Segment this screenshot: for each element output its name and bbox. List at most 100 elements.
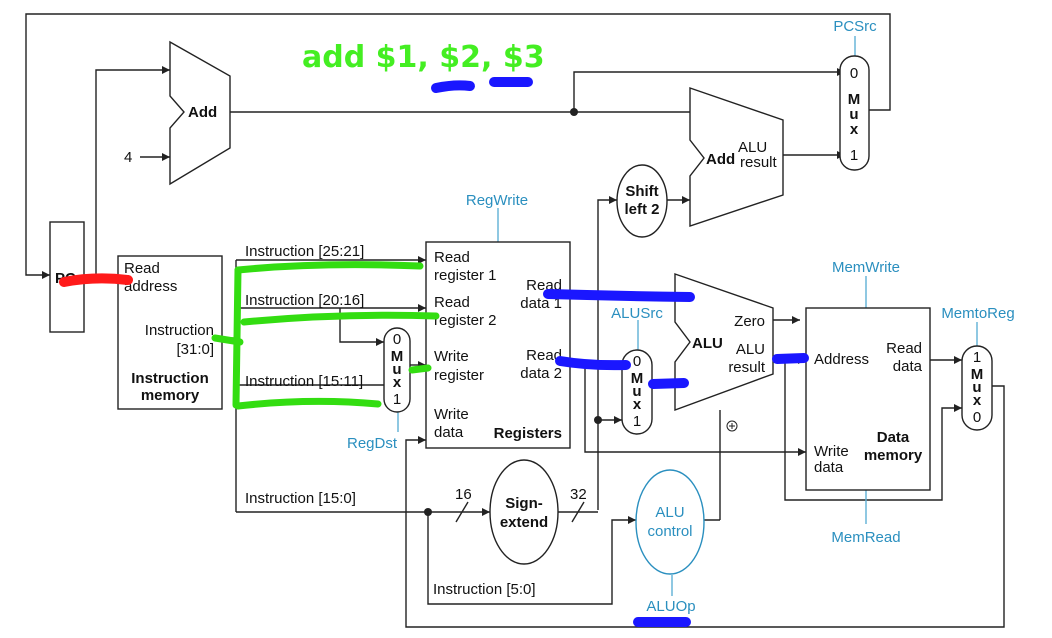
alusrc-mux-x: x [633,396,642,413]
wire-label-instr-20-16: Instruction [20:16] [245,292,364,309]
data-memory-title-1: Data [877,429,910,446]
registers-title: Registers [494,425,562,442]
branch-adder-label: Add [706,151,735,168]
read-register-1-label-2: register 1 [434,267,497,284]
read-register-2-label-2: register 2 [434,312,497,329]
regdst-mux-in0: 0 [393,331,401,348]
wire-label-instr-15-0: Instruction [15:0] [245,490,356,507]
const-four-label: 4 [124,149,132,166]
instruction-memory: Read address Instruction [31:0] Instruct… [117,255,223,410]
control-memtoreg: MemtoReg [941,305,1014,322]
regdst-mux-x: x [393,374,402,391]
alu-control: ALU control [635,469,705,575]
control-pcsrc: PCSrc [833,18,877,35]
highlight-instr-out-green [211,334,244,346]
write-data-label-1: Write [434,406,469,423]
read-data-2-label-2: data 2 [520,365,562,382]
branch-adder-alu-label: ALU [738,139,767,156]
pc-mux-in0: 0 [850,65,858,82]
read-register-2-label-1: Read [434,294,470,311]
data-memory-write-data-label-2: data [814,459,844,476]
control-aluop: ALUOp [646,598,695,615]
shift-left-2: Shift left 2 [616,164,668,238]
memtoreg-mux-in1: 1 [973,349,981,366]
wire-label-32-bits: 32 [570,486,587,503]
highlight-rt-green [240,311,440,326]
instruction-out-label-1: Instruction [145,322,214,339]
control-memread: MemRead [831,529,900,546]
alu-result-label-1: ALU [736,341,765,358]
highlight-read-data-2-blue [555,356,631,371]
highlight-rd-green [234,397,382,410]
wire-label-16-bits: 16 [455,486,472,503]
alu-control-label-1: ALU [655,504,684,521]
alusrc-mux-in1: 1 [633,413,641,430]
shift-label-2: left 2 [624,201,659,218]
wire-labels: Instruction [25:21] Instruction [20:16] … [245,243,587,598]
highlight-rs-green [234,261,424,274]
data-memory-read-data-label-2: data [893,358,923,375]
read-data-1-label-2: data 1 [520,295,562,312]
alusrc-mux-in0: 0 [633,353,641,370]
regdst-mux-u: u [392,361,401,378]
write-data-label-2: data [434,424,464,441]
control-regwrite: RegWrite [466,192,528,209]
highlight-bus-green [232,266,242,409]
bus-width-ticks [455,501,585,523]
highlight-strokes [59,77,809,627]
memtoreg-mux-x: x [973,392,982,409]
control-memwrite: MemWrite [832,259,900,276]
control-signal-labels: PCSrc RegWrite MemWrite ALUSrc MemtoReg … [347,18,1015,615]
highlight-pc-red [59,273,133,287]
write-register-label-2: register [434,367,484,384]
pc-adder: Add 4 [124,40,231,186]
highlight-reg2-blue [431,80,475,93]
alusrc-mux-u: u [632,383,641,400]
wire-label-instr-15-11: Instruction [15:11] [245,373,363,390]
read-address-label-1: Read [124,260,160,277]
alu-zero-label: Zero [734,313,765,330]
highlight-write-reg-green [408,364,432,374]
pc-mux-in1: 1 [850,147,858,164]
write-register-label-1: Write [434,348,469,365]
instruction-annotation: add $1, $2, $3 [302,40,545,75]
pc-mux-x: x [850,121,859,138]
regdst-mux-in1: 1 [393,391,401,408]
highlight-alu-input-blue [648,378,689,389]
control-regdst: RegDst [347,435,398,452]
instruction-memory-title-2: memory [141,387,200,404]
control-wires [397,36,978,596]
register-file: Read register 1 Read register 2 Write re… [425,241,571,449]
alu-control-label-2: control [647,523,692,540]
branch-adder-result-label: result [740,154,778,171]
sign-extend-label-2: extend [500,514,548,531]
shift-label-1: Shift [625,183,658,200]
branch-adder: Add ALU result [689,87,784,227]
data-memory: Address Read data Write data Data memory [805,307,931,491]
pc-adder-label: Add [188,104,217,121]
memtoreg-mux-m: M [971,366,984,383]
alu-label: ALU [692,335,723,352]
pc-mux-m: M [848,91,861,108]
junction-dots [424,108,738,516]
main-alu: ALU Zero ALU result [674,273,774,412]
alu-result-label-2: result [728,359,766,376]
control-alusrc: ALUSrc [611,305,663,322]
read-register-1-label-1: Read [434,249,470,266]
memtoreg-mux: 1 M u x 0 [961,345,993,431]
sign-extend-label-1: Sign- [505,495,543,512]
read-data-2-label-1: Read [526,347,562,364]
data-memory-write-data-label-1: Write [814,443,849,460]
data-memory-address-label: Address [814,351,869,368]
pc-mux: 0 M u x 1 [839,55,870,171]
regdst-mux-m: M [391,348,404,365]
instruction-out-label-2: [31:0] [176,341,214,358]
wire-label-instr-25-21: Instruction [25:21] [245,243,364,260]
alusrc-mux-m: M [631,370,644,387]
instruction-memory-title-1: Instruction [131,370,209,387]
highlight-read-data-1-blue [543,289,695,302]
data-memory-title-2: memory [864,447,923,464]
read-address-label-2: address [124,278,177,295]
memtoreg-mux-u: u [972,379,981,396]
